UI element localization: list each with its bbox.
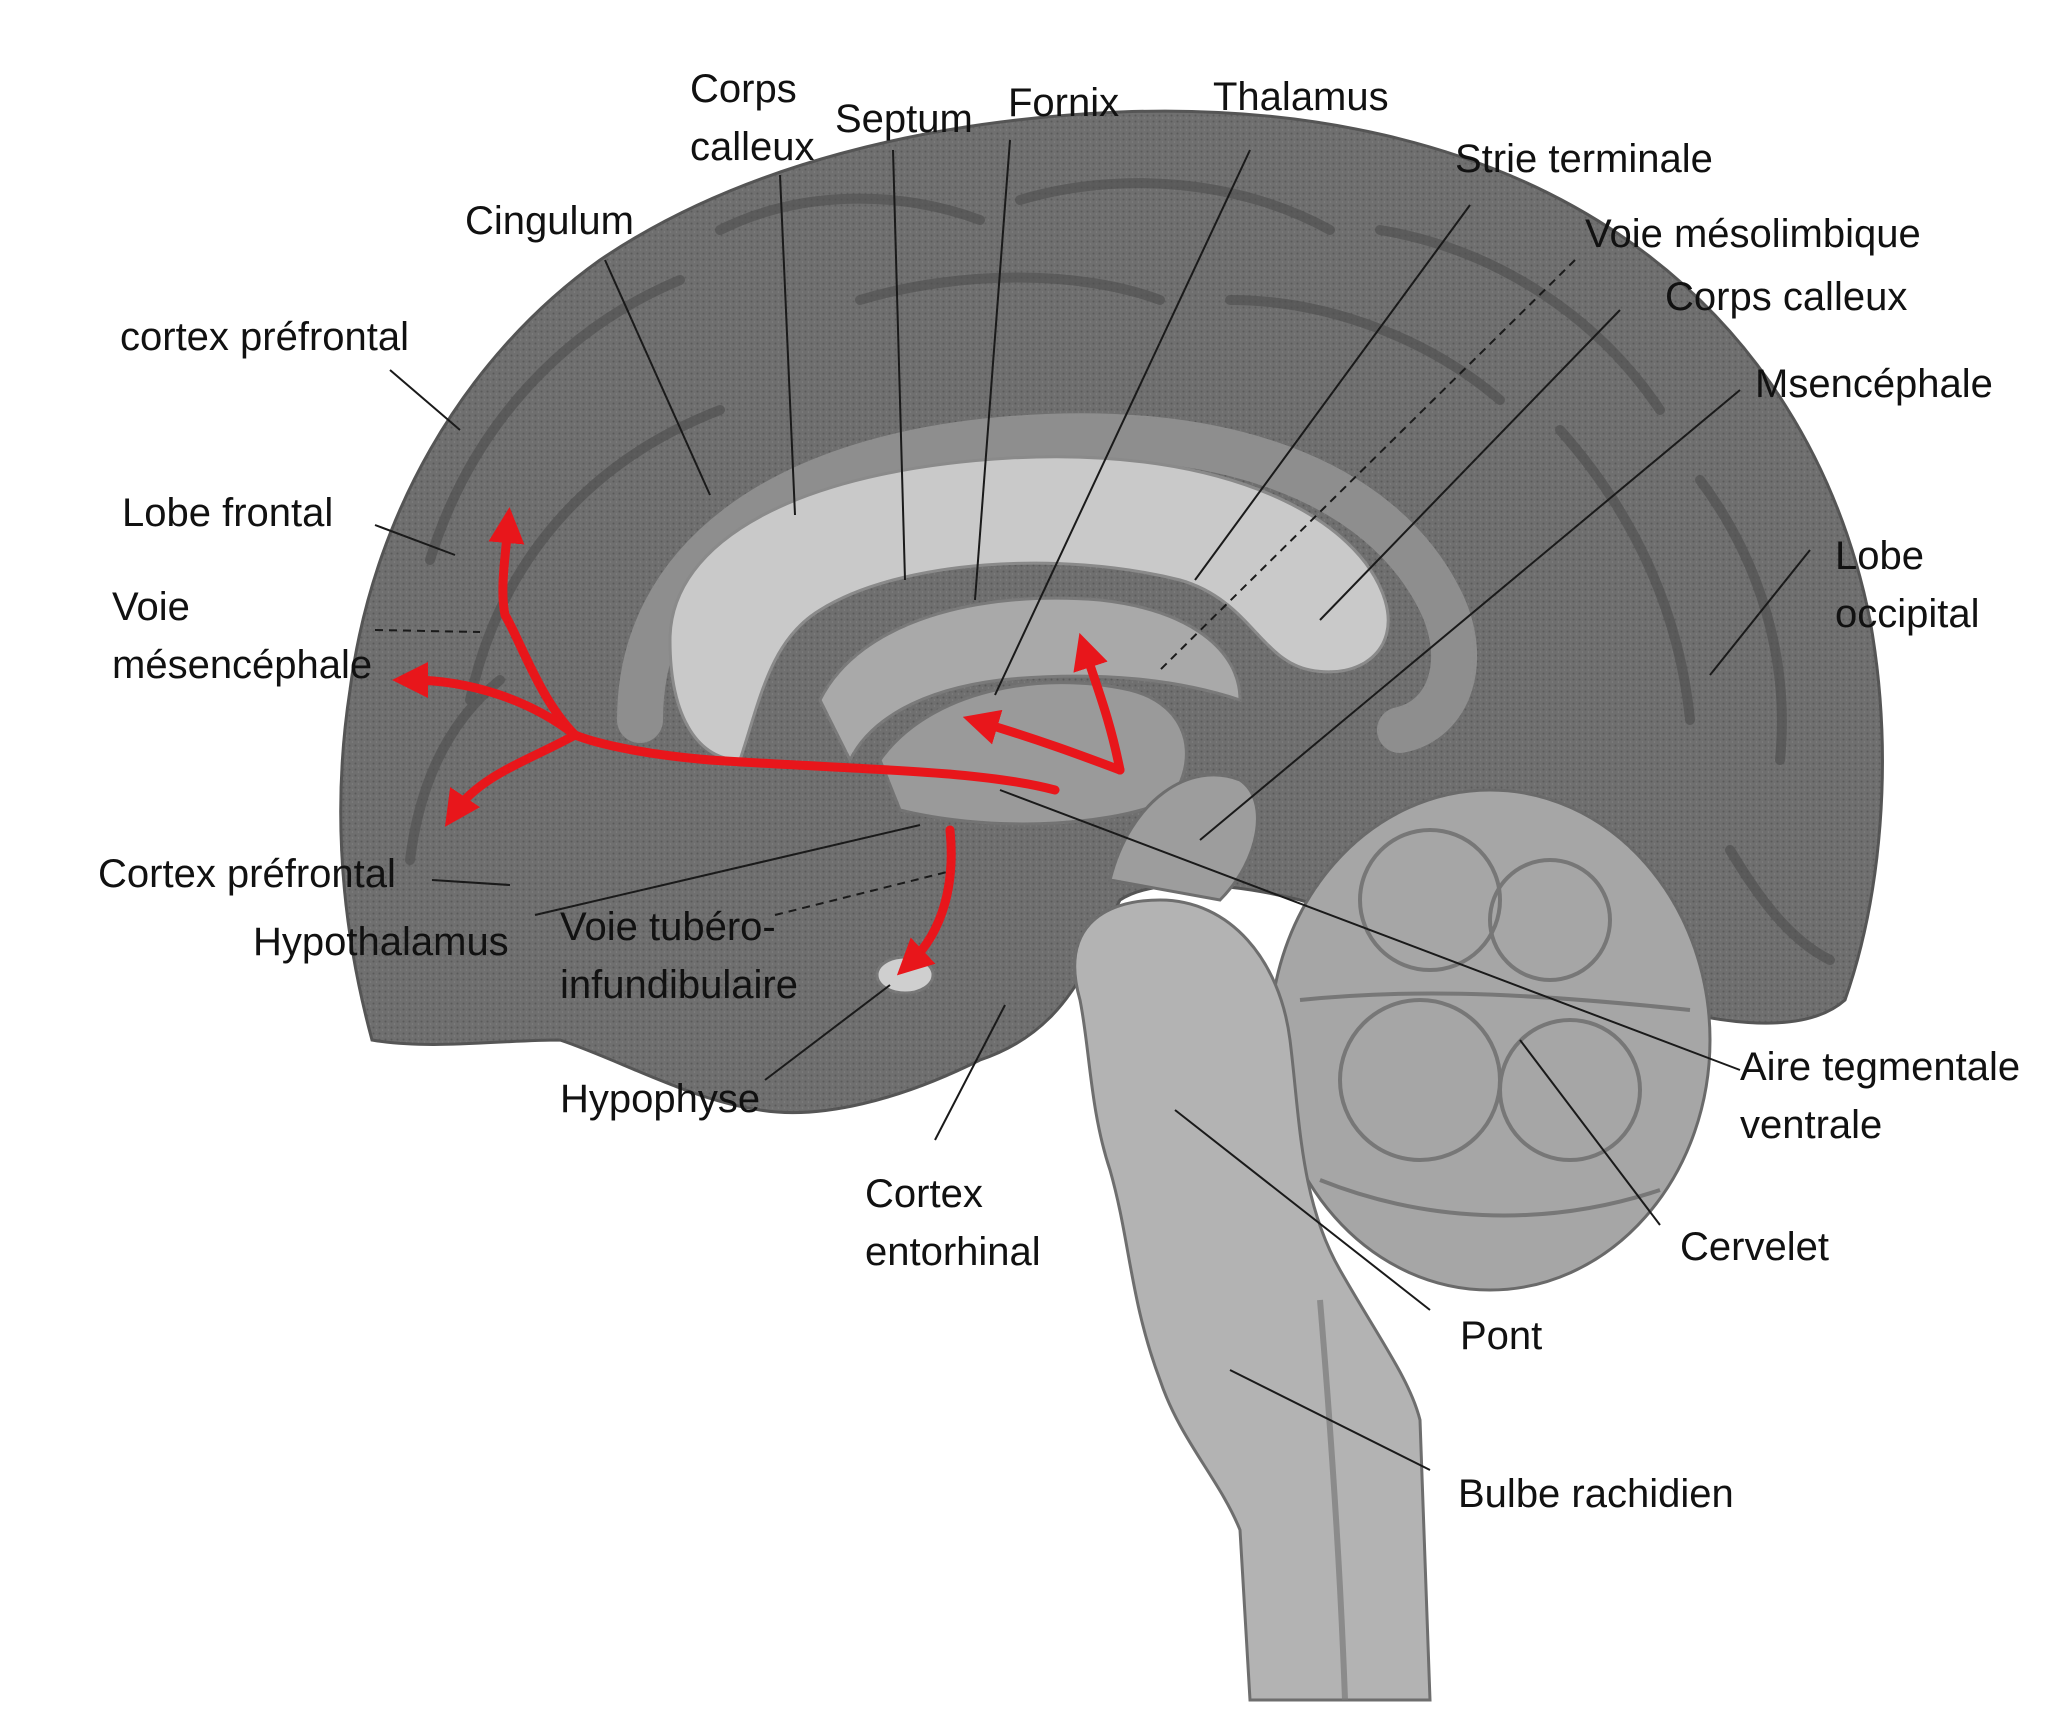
label-cingulum: Cingulum [465, 199, 634, 243]
tuberoinfundibular [896, 825, 956, 976]
pathway-to-mesencephale [392, 662, 580, 740]
fornix-shape [818, 596, 1242, 764]
label-bulbe-rachidien: Bulbe rachidien [1458, 1472, 1734, 1516]
brainstem-shape [1073, 898, 1432, 1702]
gyri-folds [405, 178, 1835, 965]
pathway-down-prefrontal [444, 730, 580, 827]
label-voie-tubero-infundibulaire: Voie tubéro- infundibulaire [560, 905, 798, 1007]
cerebellum-folia [1299, 828, 1691, 1218]
mesocortical-main [570, 730, 1060, 795]
dopamine-pathways [392, 507, 1125, 976]
label-fornix: Fornix [1008, 81, 1120, 125]
label-aire-tegmentale-ventrale: Aire tegmentale ventrale [1740, 1045, 2021, 1147]
label-voie-mesolimbique: Voie mésolimbique [1585, 212, 1921, 256]
label-pont: Pont [1460, 1314, 1543, 1358]
label-cortex-prefrontal-top: cortex préfrontal [120, 315, 410, 359]
label-corps-calleux-right: Corps calleux [1665, 275, 1908, 319]
label-msencephale: Msencéphale [1755, 362, 1993, 406]
label-cortex-prefrontal-bottom: Cortex préfrontal [98, 852, 396, 896]
pathway-up-frontal [488, 507, 580, 740]
midbrain-shape [1108, 773, 1259, 902]
label-hypothalamus: Hypothalamus [253, 920, 509, 964]
label-corps-calleux-top: Corps calleux [690, 67, 815, 169]
label-hypophyse: Hypophyse [560, 1077, 761, 1121]
label-voie-mesencephale: Voie mésencéphale [112, 585, 373, 687]
label-cortex-entorhinal: Cortex entorhinal [865, 1172, 1041, 1274]
leader-lines [374, 139, 1811, 1471]
label-lobe-occipital: Lobe occipital [1835, 534, 1980, 636]
label-thalamus: Thalamus [1213, 75, 1389, 119]
label-cervelet: Cervelet [1680, 1225, 1829, 1269]
label-lobe-frontal: Lobe frontal [122, 491, 334, 535]
mesolimbic-up [1073, 632, 1125, 775]
label-septum: Septum [835, 97, 973, 141]
label-strie-terminale: Strie terminale [1455, 137, 1713, 181]
mesolimbic-left [962, 709, 1125, 775]
